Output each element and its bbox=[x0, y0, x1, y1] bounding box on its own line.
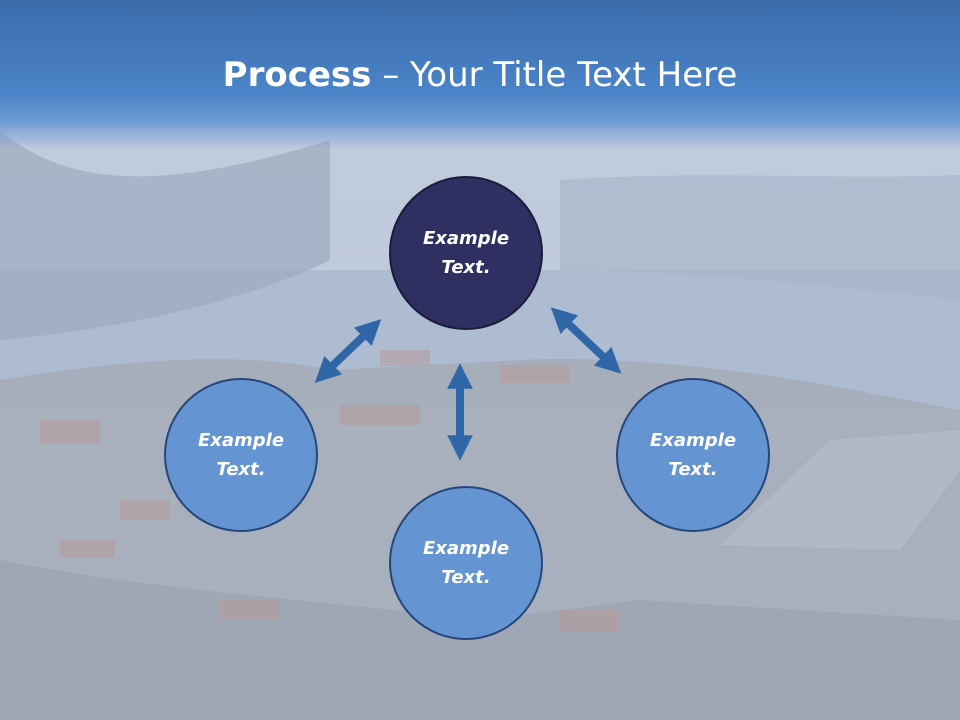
slide-title: Process – Your Title Text Here bbox=[0, 52, 960, 98]
node-label-line2: Text. bbox=[668, 459, 718, 480]
title-separator: – bbox=[371, 55, 411, 95]
title-bar bbox=[0, 0, 960, 150]
node-label-line2: Text. bbox=[441, 257, 491, 278]
node-label-line1: Example bbox=[422, 228, 510, 249]
title-bold-part: Process bbox=[222, 55, 372, 95]
node-label-line2: Text. bbox=[216, 459, 266, 480]
node-label-line2: Text. bbox=[441, 567, 491, 588]
node-label-line1: Example bbox=[649, 430, 737, 451]
title-rest-part: Your Title Text Here bbox=[410, 55, 738, 95]
node-label-line1: Example bbox=[422, 538, 510, 559]
node-label-line1: Example bbox=[197, 430, 285, 451]
